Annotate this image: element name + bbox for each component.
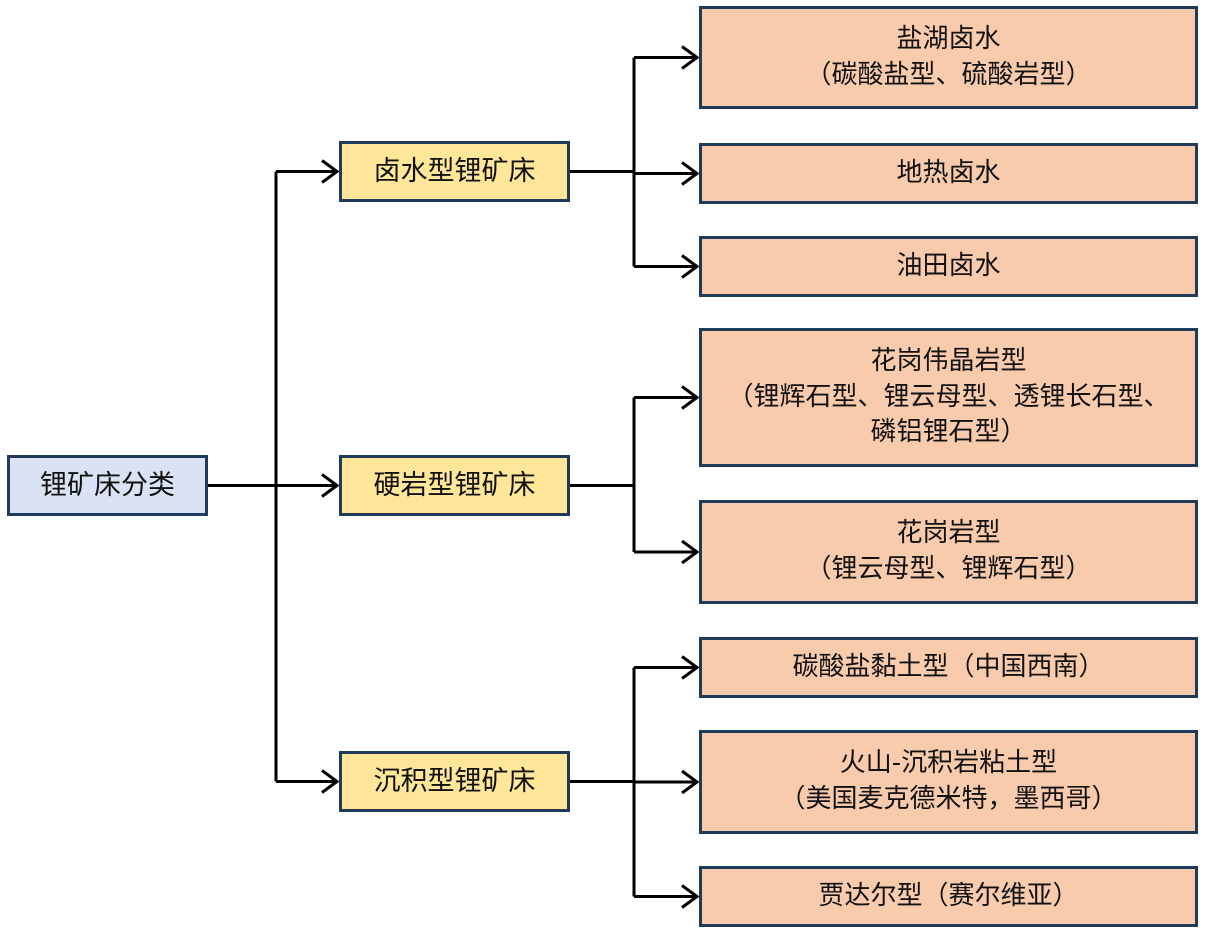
category-node-sedimentary: 沉积型锂矿床 [339, 751, 570, 812]
leaf-text-line: 火山-沉积岩粘土型 [839, 748, 1058, 779]
leaf-node-geothermal-brine: 地热卤水 [699, 143, 1198, 204]
arrowhead-icon [681, 655, 700, 680]
arrowhead-icon [681, 161, 700, 186]
leaf-node-volcanic-sedimentary-clay: 火山-沉积岩粘土型 （美国麦克德米特，墨西哥） [699, 730, 1198, 834]
leaf-text-line: （碳酸盐型、硫酸岩型） [805, 59, 1092, 90]
leaf-text-line: 地热卤水 [896, 157, 1001, 188]
leaf-text-line: （美国麦克德米特，墨西哥） [779, 784, 1118, 814]
leaf-node-salt-lake-brine: 盐湖卤水 （碳酸盐型、硫酸岩型） [699, 6, 1198, 109]
leaf-text-line: 盐湖卤水 [896, 23, 1001, 54]
leaf-text-line: 贾达尔型（赛尔维亚） [818, 880, 1079, 911]
arrowhead-icon [321, 769, 340, 794]
category-node-brine: 卤水型锂矿床 [339, 141, 570, 202]
leaf-text-line: （锂云母型、锂辉石型） [805, 554, 1092, 584]
leaf-text-line: 花岗伟晶岩型 [870, 345, 1027, 376]
leaf-node-granite: 花岗岩型 （锂云母型、锂辉石型） [699, 500, 1198, 604]
leaf-text-line: 磷铝锂石型） [870, 417, 1027, 448]
leaf-text-line: 碳酸盐黏土型（中国西南） [792, 651, 1105, 682]
leaf-text-line: 油田卤水 [896, 250, 1001, 281]
leaf-node-jadar-type: 贾达尔型（赛尔维亚） [699, 866, 1198, 927]
arrowhead-icon [681, 254, 700, 279]
arrowhead-icon [681, 884, 700, 909]
arrowhead-icon [321, 473, 340, 498]
arrowhead-icon [681, 45, 700, 70]
arrowhead-icon [681, 539, 700, 565]
leaf-text-line: （锂辉石型、锂云母型、透锂长石型、 [727, 381, 1170, 412]
category-node-hard-rock: 硬岩型锂矿床 [339, 455, 570, 516]
leaf-node-carbonate-clay: 碳酸盐黏土型（中国西南） [699, 637, 1198, 698]
leaf-node-oilfield-brine: 油田卤水 [699, 236, 1198, 297]
root-node: 锂矿床分类 [7, 455, 208, 516]
arrowhead-icon [681, 385, 700, 410]
arrowhead-icon [681, 769, 700, 795]
leaf-node-granite-pegmatite: 花岗伟晶岩型 （锂辉石型、锂云母型、透锂长石型、 磷铝锂石型） [699, 328, 1198, 467]
arrowhead-icon [321, 159, 340, 184]
leaf-text-line: 花岗岩型 [896, 518, 1001, 549]
